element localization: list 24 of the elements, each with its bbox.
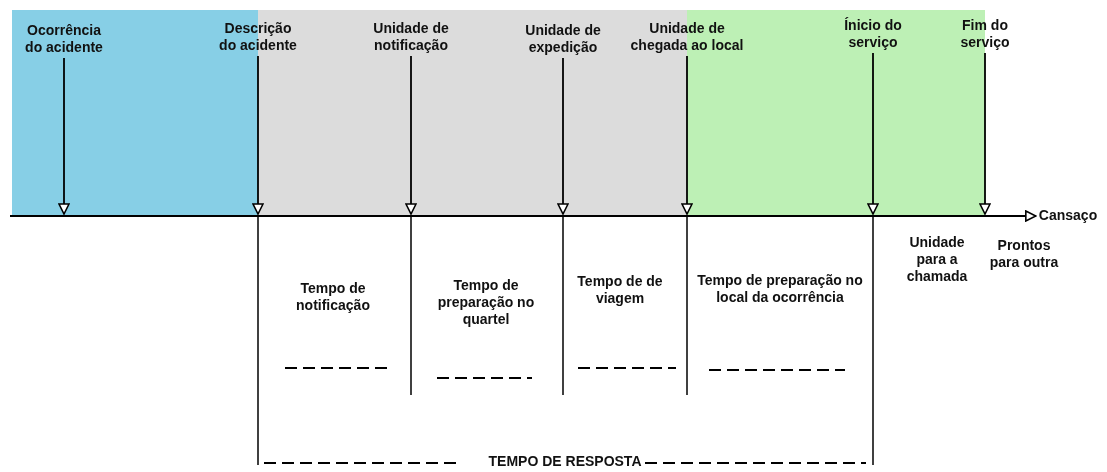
total-label: TEMPO DE RESPOSTA xyxy=(488,453,642,470)
arrow xyxy=(58,57,70,215)
side-note: Prontos para outra xyxy=(989,237,1059,271)
arrow xyxy=(867,52,879,215)
event-label: Ínicio do serviço xyxy=(832,17,914,51)
arrow xyxy=(979,52,991,215)
interval-label: Tempo de notificação xyxy=(295,280,371,314)
event-label: Unidade de expedição xyxy=(522,22,604,56)
timeline-axis xyxy=(10,215,985,217)
event-label: Descrição do acidente xyxy=(217,20,299,54)
interval-label: Tempo de de viagem xyxy=(576,273,664,307)
arrow xyxy=(984,210,1037,222)
arrow xyxy=(252,55,264,215)
side-note: Unidade para a chamada xyxy=(905,234,969,285)
event-label: Fim do serviço xyxy=(944,17,1026,51)
interval-label: Tempo de preparação no local da ocorrência xyxy=(696,272,864,306)
interval-label: Tempo de preparação no quartel xyxy=(436,277,536,328)
event-label: Unidade de notificação xyxy=(370,20,452,54)
arrow xyxy=(557,57,569,215)
end-label: Cansaço xyxy=(1038,207,1098,224)
arrow xyxy=(405,55,417,215)
event-label: Unidade de chegada ao local xyxy=(624,20,750,54)
event-label: Ocorrência do acidente xyxy=(23,22,105,56)
arrow xyxy=(681,55,693,215)
